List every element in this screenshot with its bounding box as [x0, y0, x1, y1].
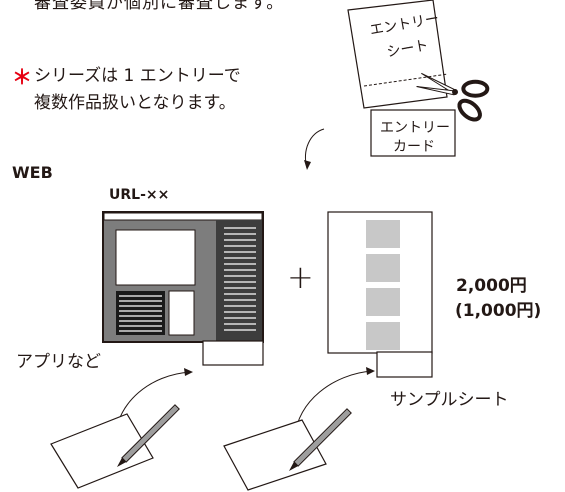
web-text-lines: [119, 227, 256, 332]
price-main: 2,000円: [456, 276, 527, 296]
plus-sign: +: [287, 258, 314, 296]
entry-card: [370, 109, 456, 157]
pencil-icon: [117, 404, 180, 467]
price-sub: (1,000円): [455, 301, 542, 321]
review-note: 審査委員が個別に審査します。: [34, 0, 285, 13]
entry-card-label-2: カード: [393, 139, 435, 155]
url-label: URL-××: [109, 187, 170, 203]
web-label: WEB: [12, 163, 53, 182]
filled-card-right: [223, 419, 327, 491]
app-label: アプリなど: [16, 352, 101, 372]
sample-sheet: [327, 211, 433, 378]
series-note-line1: シリーズは 1 エントリーで: [34, 66, 241, 86]
series-note-line2: 複数作品扱いとなります。: [34, 93, 236, 113]
asterisk-mark: ＊: [12, 65, 32, 89]
filled-card-left: [50, 413, 154, 489]
web-screen-illustration: [102, 211, 264, 343]
sample-sheet-label: サンプルシート: [390, 390, 509, 410]
entry-sheet: [347, 0, 449, 109]
scissors-icon: [416, 72, 490, 122]
web-entry-card: [202, 340, 264, 366]
entry-card-label-1: エントリー: [380, 120, 450, 136]
pencil-icon: [289, 408, 352, 471]
